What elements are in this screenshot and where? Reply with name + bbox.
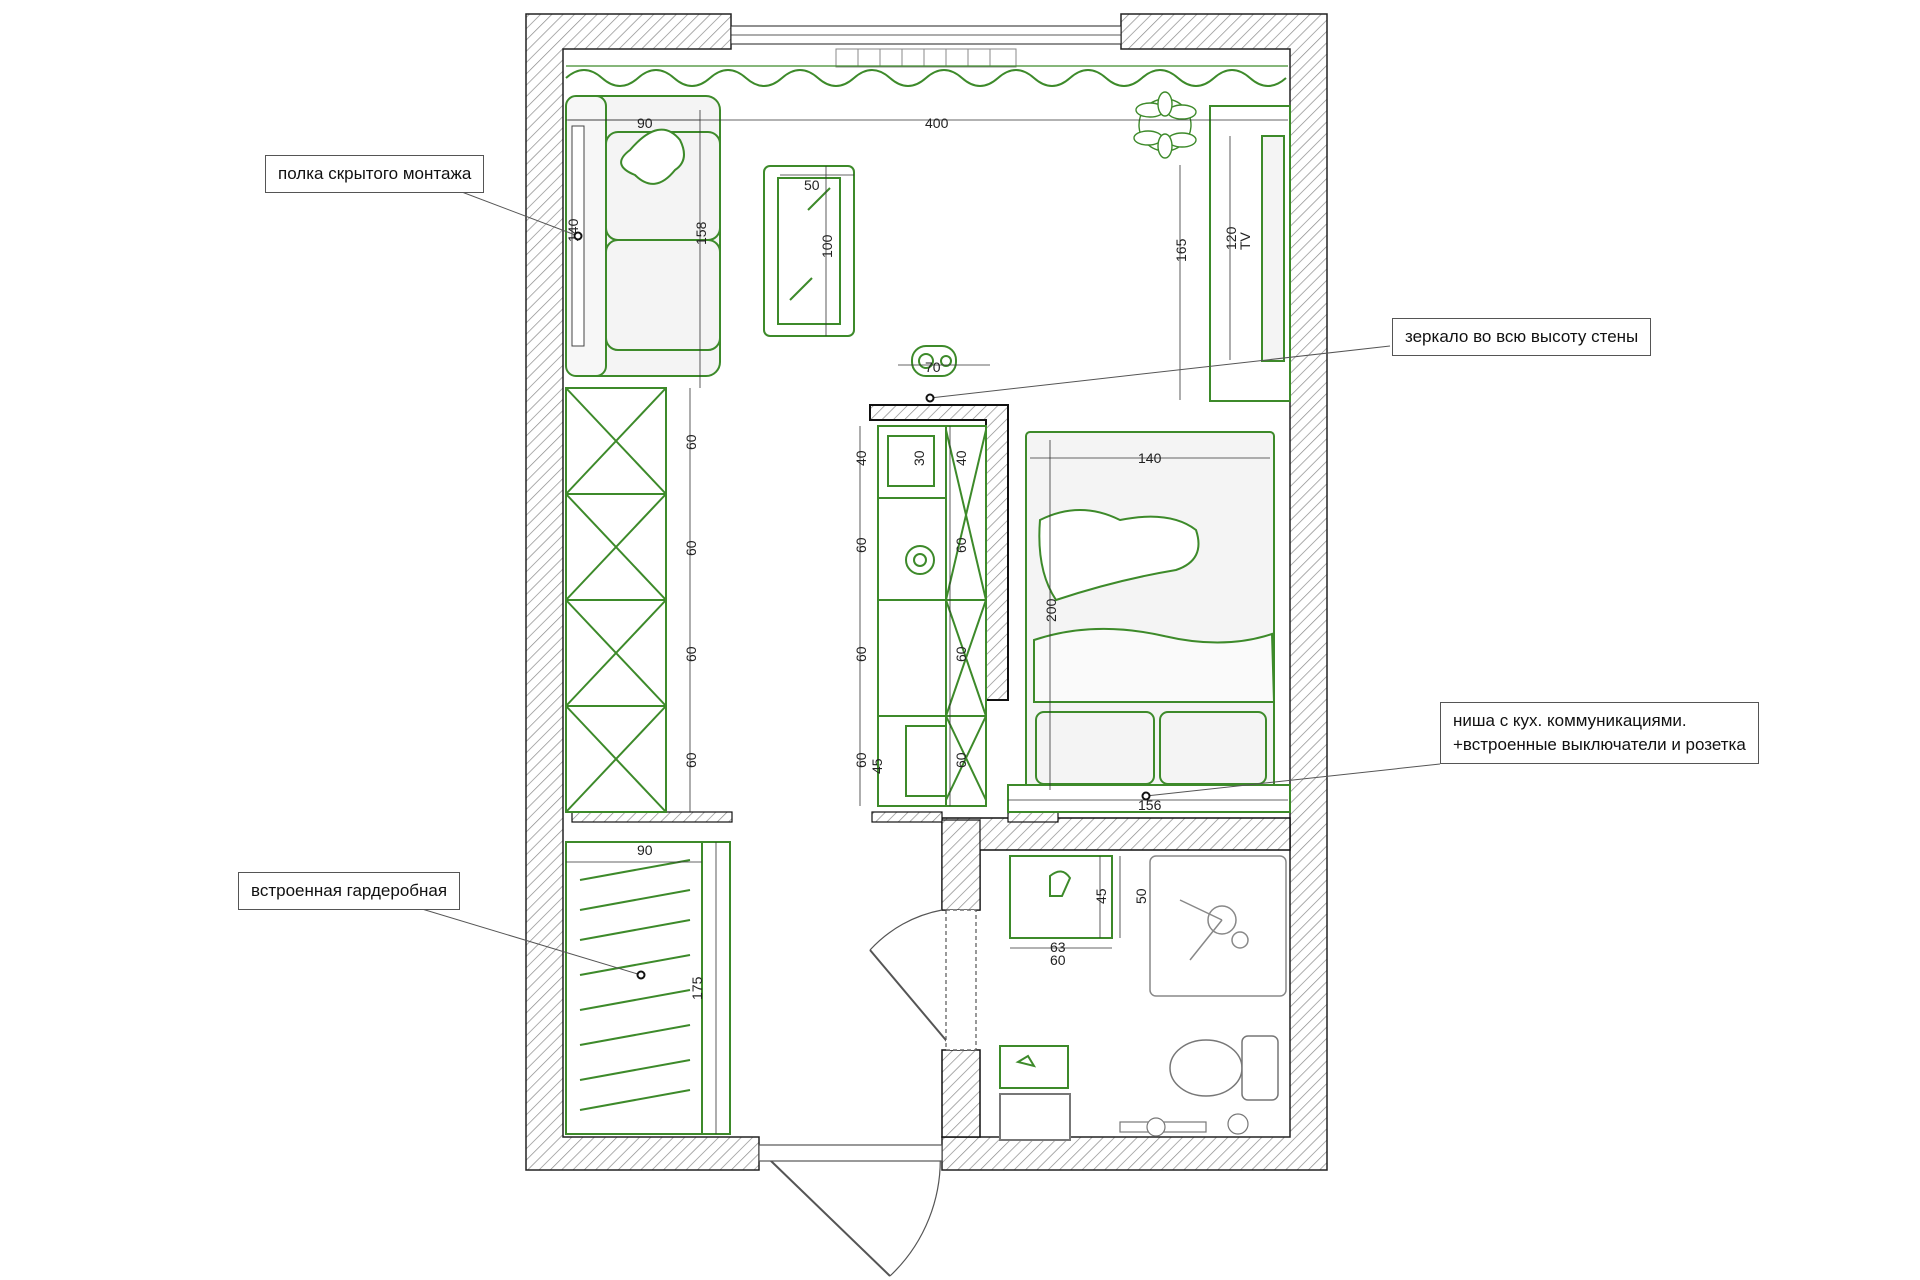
callout-wardrobe: встроенная гардеробная	[238, 872, 461, 910]
plant-icon	[1133, 91, 1197, 159]
water-heater-icon	[1119, 1113, 1249, 1137]
tv-label: TV	[1237, 231, 1253, 250]
dim-cab-2: 60	[683, 540, 699, 556]
dim-tv-unit: 120	[1223, 226, 1239, 250]
bed	[1025, 431, 1276, 793]
callout-niche-line2: +встроенные выключатели и розетка	[1453, 735, 1746, 754]
dim-bed-base: 156	[1138, 797, 1162, 813]
callout-kitchen-niche: ниша с кух. коммуникациями. +встроенные …	[1440, 702, 1759, 764]
dim-cab-4: 60	[683, 752, 699, 768]
entrance-door	[758, 1144, 943, 1277]
tv-unit	[1209, 105, 1291, 402]
dim-kitchen-60f: 60	[953, 752, 969, 768]
dim-table-w: 50	[804, 177, 820, 193]
dim-kitchen-45: 45	[869, 758, 885, 774]
dim-kitchen-60e: 60	[953, 646, 969, 662]
dim-wardrobe-len: 175	[689, 976, 705, 1000]
dim-sink-60: 60	[1050, 952, 1066, 968]
dim-kitchen-60a: 60	[853, 537, 869, 553]
dimension-labels: 400 90 158 140 50 100 165 120 TV 70 140 …	[565, 115, 1253, 1000]
dim-kitchen-60c: 60	[853, 752, 869, 768]
dim-sofa-length: 158	[693, 221, 709, 245]
dim-cab-1: 60	[683, 434, 699, 450]
bathroom-fixtures	[999, 855, 1113, 1141]
shower	[1149, 855, 1287, 997]
left-cabinets	[565, 387, 667, 813]
sofa	[565, 95, 721, 377]
dim-wardrobe-depth: 90	[637, 842, 653, 858]
dim-kitchen-30: 30	[911, 450, 927, 466]
kitchen-unit	[877, 425, 987, 807]
dim-mirror: 70	[925, 359, 941, 375]
dim-tv-wall: 165	[1173, 238, 1189, 262]
dim-kitchen-40a: 40	[853, 450, 869, 466]
coffee-table	[763, 165, 855, 337]
toilet-icon	[1169, 1035, 1279, 1101]
dim-sink-45: 45	[1093, 888, 1109, 904]
dim-kitchen-60d: 60	[953, 537, 969, 553]
mirror	[911, 345, 957, 377]
radiator	[835, 48, 1017, 68]
callout-niche-line1: ниша с кух. коммуникациями.	[1453, 711, 1687, 730]
leader-lines	[411, 185, 1441, 976]
callout-hidden-shelf: полка скрытого монтажа	[265, 155, 485, 193]
dim-sink-63: 63	[1050, 939, 1066, 955]
dim-room-width: 400	[925, 115, 949, 131]
wardrobe	[565, 841, 731, 1135]
dim-sink-50: 50	[1133, 888, 1149, 904]
dim-sofa-depth: 90	[637, 115, 653, 131]
dim-bed-length: 200	[1043, 598, 1059, 622]
dim-cab-3: 60	[683, 646, 699, 662]
dim-bed-width: 140	[1138, 450, 1162, 466]
bathroom-door	[869, 909, 977, 1051]
curtain	[565, 69, 1287, 87]
dim-kitchen-60b: 60	[853, 646, 869, 662]
dim-kitchen-40b: 40	[953, 450, 969, 466]
walls	[525, 13, 1328, 1171]
callout-mirror: зеркало во всю высоту стены	[1392, 318, 1652, 356]
leader-markers	[573, 231, 1151, 980]
dim-table-l: 100	[819, 234, 835, 258]
